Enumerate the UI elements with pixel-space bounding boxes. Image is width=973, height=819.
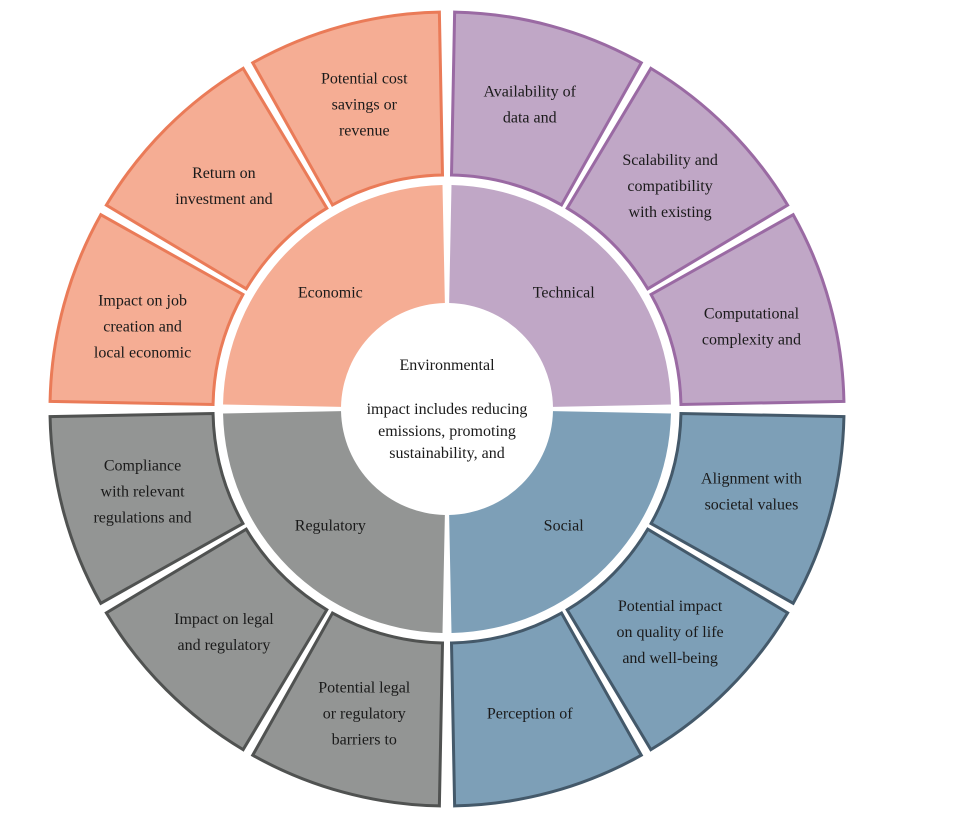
segment-scalability-and-compatibility: [565, 66, 790, 291]
segment-compliance-with-regulations: [48, 411, 245, 606]
segment-text-impact-on-job-creation: Impact on job creation and local economic: [94, 292, 191, 361]
segment-text-impact-on-job-creation-line: creation and: [103, 318, 182, 335]
segment-text-computational-complexity-line: complexity and: [702, 331, 801, 348]
quadrant-label-technical-line: Technical: [533, 284, 596, 301]
segment-text-impact-on-legal-and-regulatory-line: and regulatory: [177, 637, 270, 654]
segment-text-scalability-and-compatibility-line: Scalability and: [622, 152, 718, 169]
segment-text-computational-complexity-line: Computational: [704, 305, 800, 322]
segment-text-potential-cost-savings-line: Potential cost: [321, 71, 408, 88]
segment-text-potential-impact-on-quality-of-life-line: and well-being: [622, 650, 718, 667]
segment-text-potential-impact-on-quality-of-life-line: on quality of life: [617, 624, 724, 641]
segment-text-availability-of-data-line: Availability of: [483, 84, 576, 101]
segment-text-potential-cost-savings: Potential cost savings or revenue: [321, 71, 408, 140]
center-circle-group: Environmental impact includes reducing emi…: [342, 304, 552, 514]
quadrant-label-regulatory: Regulatory: [295, 518, 366, 535]
quadrant-label-social-line: Social: [544, 518, 585, 535]
quadrant-label-economic-line: Economic: [298, 284, 363, 301]
center-text-line: Environmental: [399, 357, 495, 374]
center-circle: [342, 304, 552, 514]
segment-text-scalability-and-compatibility: Scalability and compatibility with existin…: [622, 152, 718, 221]
segment-text-compliance-with-regulations-line: with relevant: [101, 484, 186, 501]
center-text-line: impact includes reducing: [367, 401, 528, 418]
quadrant-regulatory: [223, 411, 445, 633]
segment-text-impact-on-legal-and-regulatory-line: Impact on legal: [174, 611, 274, 628]
segment-text-compliance-with-regulations-line: regulations and: [93, 510, 191, 527]
quadrant-economic: [223, 185, 445, 407]
segment-impact-on-job-creation: [48, 212, 245, 407]
quadrant-label-economic: Economic: [298, 284, 363, 301]
segment-text-potential-cost-savings-line: savings or: [332, 97, 398, 114]
segment-potential-legal-barriers: [250, 611, 445, 808]
segment-text-scalability-and-compatibility-line: compatibility: [627, 178, 712, 195]
segment-text-scalability-and-compatibility-line: with existing: [629, 204, 712, 221]
center-text: Environmental impact includes reducing emi…: [367, 357, 528, 462]
segment-text-availability-of-data-line: data and: [503, 110, 557, 127]
quadrant-label-social: Social: [544, 518, 585, 535]
segment-text-perception-of-line: Perception of: [487, 705, 573, 722]
segment-availability-of-data: [449, 10, 644, 207]
segment-text-potential-legal-barriers: Potential legal or regulatory barriers to: [318, 679, 411, 748]
segment-text-return-on-investment-line: investment and: [175, 191, 272, 208]
quadrant-label-regulatory-line: Regulatory: [295, 518, 366, 535]
segment-text-potential-legal-barriers-line: barriers to: [332, 731, 397, 748]
segment-text-potential-impact-on-quality-of-life-line: Potential impact: [618, 598, 723, 615]
segment-text-alignment-with-societal-values-line: societal values: [705, 497, 799, 514]
segment-text-return-on-investment: Return on investment and: [175, 165, 272, 208]
segment-text-impact-on-job-creation-line: Impact on job: [98, 292, 187, 309]
segment-impact-on-legal-and-regulatory: [104, 527, 329, 752]
segment-alignment-with-societal-values: [649, 411, 846, 606]
center-text-line: sustainability, and: [389, 445, 504, 462]
segment-text-perception-of: Perception of: [487, 705, 573, 722]
segment-text-impact-on-legal-and-regulatory: Impact on legal and regulatory: [174, 611, 274, 654]
segment-text-potential-legal-barriers-line: Potential legal: [318, 679, 411, 696]
segment-text-alignment-with-societal-values-line: Alignment with: [701, 471, 802, 488]
segment-text-potential-impact-on-quality-of-life: Potential impact on quality of life and we…: [617, 598, 724, 667]
segment-return-on-investment: [104, 66, 329, 291]
segment-text-compliance-with-regulations-line: Compliance: [104, 458, 181, 475]
segment-potential-cost-savings: [250, 10, 445, 207]
segment-potential-impact-on-quality-of-life: [565, 527, 790, 752]
center-text-line: emissions, promoting: [378, 423, 516, 440]
segment-text-computational-complexity: Computational complexity and: [702, 305, 801, 348]
segment-perception-of: [449, 611, 644, 808]
segment-text-potential-cost-savings-line: revenue: [339, 123, 390, 140]
segment-text-alignment-with-societal-values: Alignment with societal values: [701, 471, 802, 514]
segment-text-compliance-with-regulations: Compliance with relevant regulations and: [93, 458, 191, 527]
segment-text-return-on-investment-line: Return on: [192, 165, 256, 182]
segment-computational-complexity: [649, 212, 846, 407]
segment-text-availability-of-data: Availability of data and: [483, 84, 576, 127]
quadrant-technical: [449, 185, 671, 407]
segment-text-potential-legal-barriers-line: or regulatory: [323, 705, 406, 722]
quadrant-social: [449, 411, 671, 633]
quadrant-label-technical: Technical: [533, 284, 596, 301]
segment-text-impact-on-job-creation-line: local economic: [94, 344, 191, 361]
